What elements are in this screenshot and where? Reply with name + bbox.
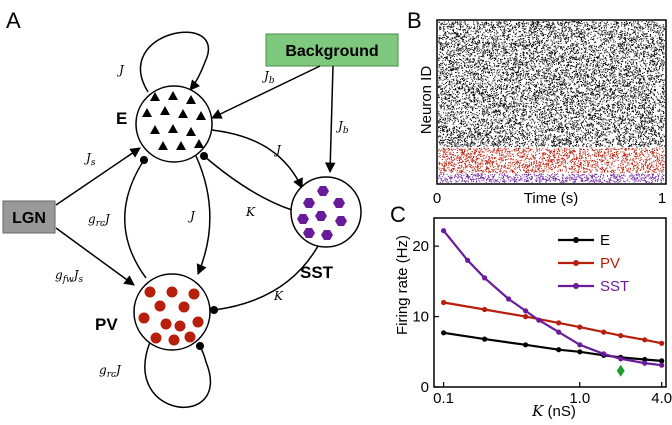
x-tick-label: 1.0 [569, 390, 590, 407]
edge-lgn-to-e [55, 147, 141, 206]
raster-band-pv [438, 147, 665, 174]
data-point-e [577, 349, 583, 355]
edge-e-self [139, 31, 209, 93]
legend-marker-pv [573, 260, 579, 266]
edge-bg-to-e [211, 65, 321, 119]
x-tick-label: 4.0 [651, 390, 672, 407]
raster-xlabel: Time (s) [524, 190, 578, 207]
panel-a: A Background LGN J Jb Jb Js gfwJs grcJ J… [2, 8, 399, 408]
raster-plot [438, 21, 665, 183]
chart-ylabel: Firing rate (Hz) [394, 235, 411, 335]
edge-e-to-pv [195, 155, 211, 275]
panel-b: B Neuron ID 0 1 Time (s) [407, 8, 667, 207]
data-point-sst [536, 317, 542, 323]
e-node-triangles [142, 91, 206, 150]
e-node [135, 85, 213, 163]
sst-node-hexagons [297, 186, 347, 240]
legend-label-sst: SST [600, 278, 629, 295]
data-point-sst [506, 296, 512, 302]
data-point-sst [577, 342, 583, 348]
raster-ylabel: Neuron ID [418, 66, 435, 135]
pv-node-label: PV [95, 315, 118, 334]
data-point-sst [482, 275, 488, 281]
data-point-sst [659, 362, 665, 368]
edge-e-to-sst [211, 129, 303, 189]
x-tick-label: 0.1 [433, 390, 454, 407]
data-point-sst [642, 360, 648, 366]
edge-bg-to-sst [325, 65, 336, 174]
series-sst [441, 228, 665, 368]
edge-sst-to-pv [209, 245, 319, 315]
data-point-pv [556, 320, 562, 326]
legend-marker-e [573, 237, 579, 243]
data-point-e [659, 358, 665, 364]
data-point-e [482, 336, 488, 342]
data-point-pv [618, 333, 624, 339]
y-tick-label: 10 [412, 309, 429, 326]
lgn-box [2, 200, 56, 234]
e-node-label: E [116, 109, 127, 128]
data-point-pv [577, 324, 583, 330]
data-point-pv [601, 329, 607, 335]
data-point-e [556, 347, 562, 353]
sst-node-label: SST [300, 263, 334, 282]
data-point-pv [659, 340, 665, 346]
data-point-pv [642, 337, 648, 343]
edge-lgn-to-e-label: Js [83, 151, 96, 168]
lgn-label: LGN [12, 210, 46, 227]
chart-frame [433, 217, 667, 388]
edge-lgn-to-pv-label: gfwJs [55, 268, 84, 285]
data-point-sst [601, 351, 607, 357]
background-box [265, 33, 399, 67]
raster-x-tick-left: 0 [433, 190, 441, 207]
legend-label-e: E [600, 232, 610, 249]
data-point-e [523, 342, 529, 348]
raster-band-e [438, 21, 665, 148]
data-point-sst [556, 329, 562, 335]
chart-xlabel: K (nS) [531, 402, 576, 420]
edge-sst-to-e-label: K [245, 205, 256, 219]
edge-e-to-pv-label: J [187, 209, 196, 223]
panel-b-letter: B [407, 8, 422, 33]
data-point-pv [482, 306, 488, 313]
edge-lgn-to-pv [55, 227, 135, 286]
data-point-sst [441, 228, 447, 234]
data-point-sst [465, 257, 471, 263]
raster-frame [436, 19, 667, 185]
edge-sst-to-e [199, 151, 293, 211]
edge-bg-to-sst-label: Jb [335, 119, 349, 136]
data-point-sst [618, 356, 624, 362]
edge-bg-to-e-label: Jb [261, 69, 275, 86]
pv-node-dots [138, 286, 204, 346]
background-label: Background [285, 43, 378, 60]
series-e [441, 330, 665, 364]
edge-pv-self [144, 341, 212, 408]
series-pv [441, 299, 665, 346]
data-point-e [642, 356, 648, 363]
edge-pv-self-label: grcJ [99, 363, 122, 380]
model-point-diamond [616, 364, 625, 377]
data-point-pv [441, 299, 447, 306]
data-point-sst [523, 308, 529, 314]
data-point-e [441, 330, 447, 336]
raster-band-sst [438, 173, 665, 183]
series-line-sst [442, 230, 662, 367]
data-point-pv [523, 314, 529, 320]
legend-marker-sst [573, 283, 579, 289]
raster-x-tick-right: 1 [658, 190, 666, 207]
edge-e-self-label: J [116, 63, 125, 77]
firing-rate-chart: 0 10 20 0.1 1.0 4.0 E PV SST [412, 217, 672, 407]
edge-pv-to-e [124, 155, 149, 279]
edge-sst-to-pv-label: K [273, 289, 284, 303]
legend-label-pv: PV [600, 255, 620, 272]
panel-a-letter: A [6, 8, 21, 33]
y-tick-label: 0 [421, 379, 429, 396]
y-tick-label: 20 [412, 238, 429, 255]
edge-e-to-sst-label: J [273, 143, 282, 157]
edge-pv-to-e-label: grcJ [88, 212, 111, 229]
panel-c-letter: C [390, 202, 406, 227]
